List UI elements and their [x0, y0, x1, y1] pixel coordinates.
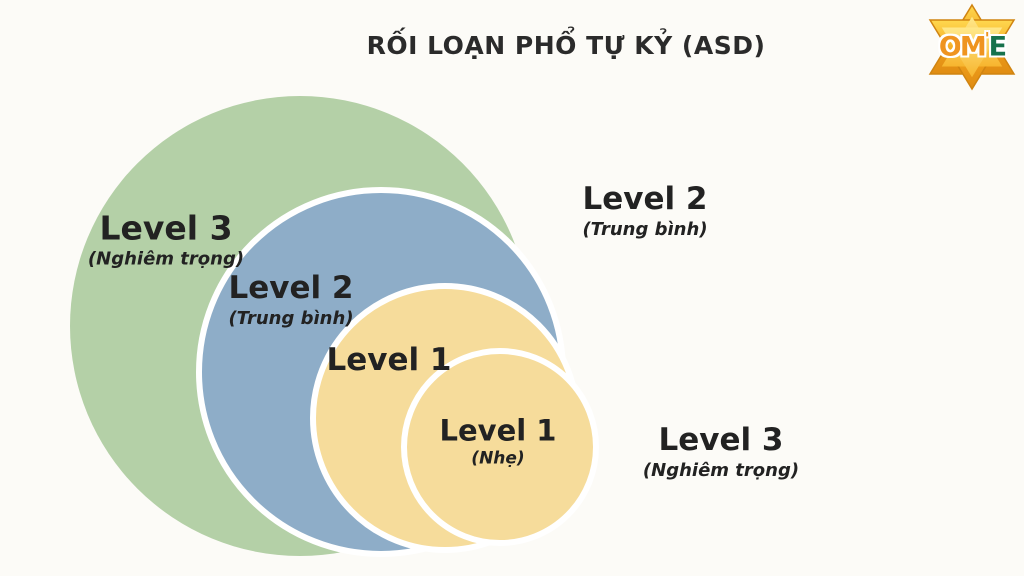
page-title: RỐI LOẠN PHỔ TỰ KỶ (ASD) [366, 31, 766, 60]
side-level-3-text: Level 3 [658, 421, 784, 458]
logo-letter-o: O [938, 31, 962, 63]
label-level-3-in-circle: Level 3 (Nghiêm trọng) [87, 208, 245, 271]
star-icon [928, 3, 1016, 91]
level-2-text: Level 2 [228, 269, 354, 306]
side-label-level-2: Level 2 (Trung bình) [582, 180, 708, 240]
level-1-text: Level 1 [326, 342, 452, 379]
level-2-severity-text: (Trung bình) [228, 307, 354, 329]
logo-letter-m: M [959, 31, 987, 63]
label-level-2-in-circle: Level 2 (Trung bình) [228, 269, 354, 329]
level-3-text: Level 3 [99, 208, 233, 248]
logo-text: OM'E [938, 28, 1008, 63]
level-1-inner-text: Level 1 [439, 413, 557, 448]
side-level-2-severity-text: (Trung bình) [582, 218, 708, 240]
logo-apostrophe: ' [984, 28, 990, 48]
label-level-1-inner-circle: Level 1 (Nhẹ) [439, 413, 557, 470]
circle-level-1-mild [401, 348, 599, 546]
side-level-3-severity-text: (Nghiêm trọng) [642, 459, 800, 481]
level-1-severity-text: (Nhẹ) [471, 448, 525, 469]
side-level-2-text: Level 2 [582, 180, 708, 217]
side-label-level-3: Level 3 (Nghiêm trọng) [642, 421, 800, 481]
ome-logo: OM'E [926, 3, 1018, 91]
level-3-severity-text: (Nghiêm trọng) [87, 248, 245, 270]
logo-letter-e: E [988, 31, 1008, 63]
label-level-1-outer-circle: Level 1 [327, 343, 452, 379]
